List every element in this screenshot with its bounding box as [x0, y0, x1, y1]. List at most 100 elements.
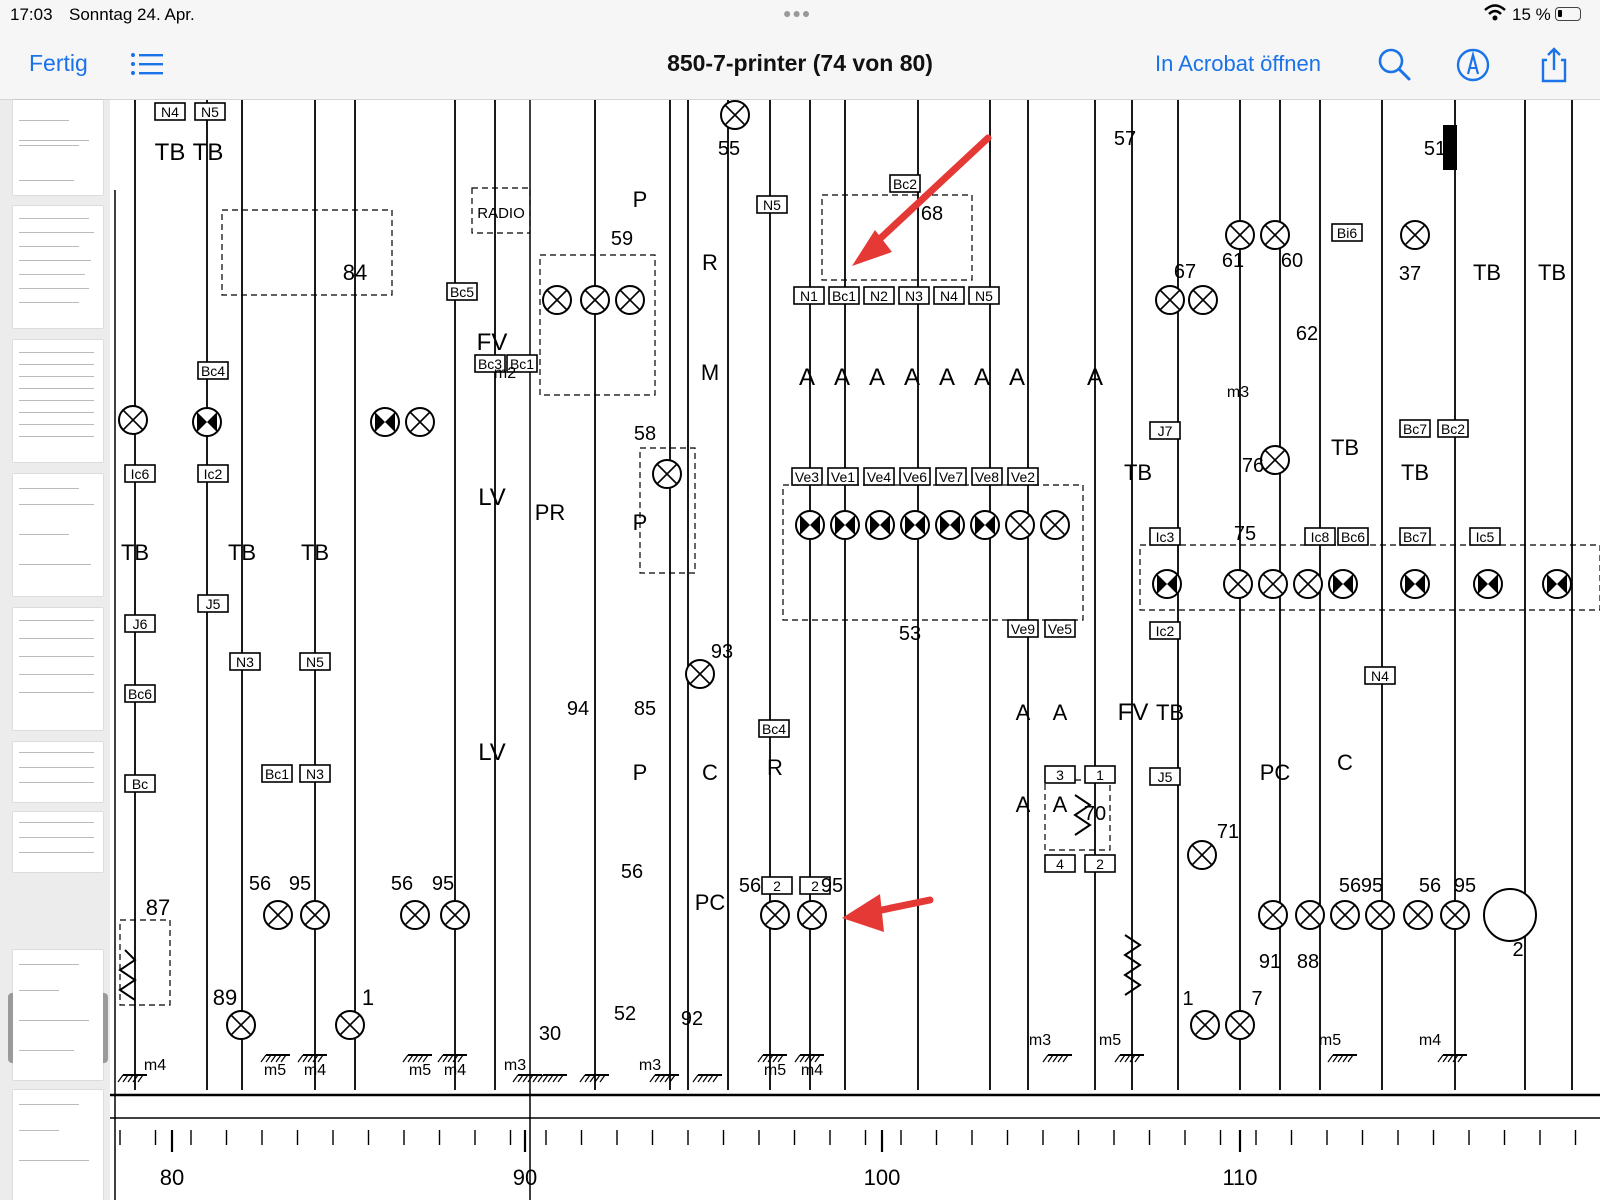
connector-box	[898, 286, 930, 305]
wire	[444, 904, 466, 926]
wire-code-label: TB	[1538, 260, 1566, 285]
wire-code-label: A	[1053, 792, 1068, 817]
wire	[1052, 1054, 1059, 1063]
connector-box	[1007, 467, 1039, 486]
component-number: 59	[611, 228, 633, 250]
connector-label: J7	[1158, 423, 1173, 439]
wire-code-label: A	[904, 364, 920, 391]
ground-label: m3	[1227, 384, 1249, 401]
wire	[442, 1054, 449, 1063]
connector-label: N3	[905, 288, 923, 304]
connector-box	[933, 286, 965, 305]
component-number: 37	[1399, 263, 1421, 285]
wire	[1009, 514, 1031, 536]
wire	[799, 1054, 806, 1063]
wire-code-label: A	[974, 364, 990, 391]
page-thumbnail[interactable]	[13, 206, 103, 328]
ground-label: m3	[504, 1057, 526, 1074]
component-number: 62	[1296, 323, 1318, 345]
page-thumbnail[interactable]	[13, 1090, 103, 1200]
connector-box	[299, 652, 331, 671]
wire	[1407, 904, 1429, 926]
dashed-enclosure	[119, 919, 171, 1006]
page-thumbnail[interactable]	[13, 608, 103, 730]
connector-label: Ic8	[1311, 529, 1330, 545]
wire	[1047, 1054, 1054, 1063]
connector-box	[124, 464, 156, 483]
connector-box	[1149, 421, 1181, 440]
page-thumbnail[interactable]	[13, 340, 103, 462]
component-number: 71	[1217, 821, 1239, 843]
multitasking-dots-icon[interactable]: ●●●	[783, 5, 812, 21]
connector-box	[299, 764, 331, 783]
document-title: 850-7-printer (74 von 80)	[667, 50, 933, 76]
connector-label: Ve7	[939, 469, 963, 485]
page-thumbnail[interactable]	[13, 950, 103, 1080]
wire	[757, 1054, 764, 1063]
component-number: 76	[1242, 455, 1264, 477]
connector-label: Bc1	[265, 766, 289, 782]
wire-code-label: PR	[535, 500, 566, 525]
wire	[1297, 573, 1319, 595]
wire	[659, 1074, 666, 1083]
wire	[764, 904, 786, 926]
component-number: 95	[1454, 875, 1476, 897]
connector-box	[863, 467, 895, 486]
wire	[339, 1014, 361, 1036]
wire	[1229, 1014, 1251, 1036]
wire-code-label: TB	[121, 540, 149, 565]
lamp-filled-segment	[1478, 574, 1498, 594]
connector-label: 1	[1096, 767, 1104, 783]
connector-label: 2	[1096, 856, 1104, 872]
wire-code-label: A	[869, 364, 885, 391]
component-number: 95	[432, 873, 454, 895]
open-in-acrobat-button[interactable]: In Acrobat öffnen	[1155, 51, 1321, 76]
ground-label: m5	[1319, 1032, 1341, 1049]
wire	[1062, 1054, 1069, 1063]
wire-code-label: TB	[1124, 460, 1152, 485]
connector-label: Bc	[132, 776, 148, 792]
page-thumbnail[interactable]	[13, 812, 103, 872]
wire	[1229, 224, 1251, 246]
wire	[1262, 904, 1284, 926]
connector-label: Bi6	[1337, 225, 1357, 241]
connector-label: Bc7	[1403, 529, 1427, 545]
connector-box	[968, 286, 1000, 305]
connector-box	[124, 684, 156, 703]
wire	[457, 1054, 464, 1063]
ruler-label: 100	[864, 1165, 901, 1190]
connector-label: Ve5	[1048, 621, 1072, 637]
search-icon[interactable]	[1376, 46, 1414, 84]
wire	[649, 1074, 656, 1083]
fuse-symbol	[1443, 125, 1457, 170]
component-number: 95	[821, 875, 843, 897]
wire	[1124, 1054, 1131, 1063]
wire	[312, 1054, 319, 1063]
page-thumbnail[interactable]	[13, 100, 103, 195]
wire	[267, 904, 289, 926]
ground-label: m3	[639, 1057, 661, 1074]
dashed-enclosure	[821, 194, 973, 281]
connector-label: N3	[236, 654, 254, 670]
list-icon[interactable]	[130, 50, 164, 78]
wire	[579, 1074, 586, 1083]
wire	[1044, 514, 1066, 536]
wire	[417, 1054, 424, 1063]
wire	[669, 1074, 676, 1083]
connector-box	[124, 774, 156, 793]
page-thumbnail[interactable]	[13, 474, 103, 596]
connector-box	[1149, 527, 1181, 546]
wire	[1191, 844, 1213, 866]
component-number: 52	[614, 1003, 636, 1025]
connector-label: Ic3	[1156, 529, 1175, 545]
share-icon[interactable]	[1535, 46, 1573, 84]
connector-label: Bc6	[1341, 529, 1365, 545]
page-thumbnail[interactable]	[13, 742, 103, 802]
ground-label: m5	[264, 1062, 286, 1079]
wire	[527, 1074, 534, 1083]
done-button[interactable]: Fertig	[29, 50, 88, 76]
resistor-symbol	[118, 949, 137, 1001]
markup-icon[interactable]	[1454, 46, 1492, 84]
component-number: 85	[634, 698, 656, 720]
